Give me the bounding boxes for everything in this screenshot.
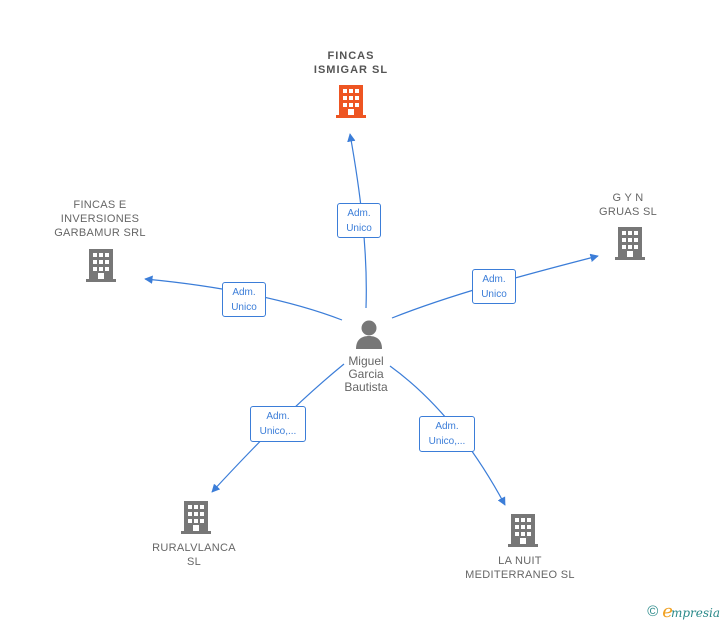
company-name-fincas-ismigar[interactable]: FINCAS ISMIGAR SL [313, 50, 389, 76]
edge-label-gyn-gruas[interactable]: Adm. Unico [472, 269, 516, 304]
building-icon[interactable] [86, 249, 116, 282]
company-name-ruralvlanca[interactable]: RURALVLANCA SL [152, 542, 236, 568]
building-icon[interactable] [508, 514, 538, 547]
edge-label-ruralvlanca[interactable]: Adm. Unico,... [250, 406, 306, 442]
edge-label-la-nuit[interactable]: Adm. Unico,... [419, 416, 475, 452]
company-name-la-nuit[interactable]: LA NUIT MEDITERRANEO SL [465, 555, 575, 581]
footer-brand: © empresia [647, 601, 720, 622]
building-icon[interactable] [336, 85, 366, 118]
person-name[interactable]: Miguel Garcia Bautista [344, 354, 388, 394]
company-name-fincas-garbamur[interactable]: FINCAS E INVERSIONES GARBAMUR SRL [54, 199, 146, 239]
edge-label-fincas-garbamur[interactable]: Adm. Unico [222, 282, 266, 317]
building-icon[interactable] [615, 227, 645, 260]
edge-label-fincas-ismigar[interactable]: Adm. Unico [337, 203, 381, 238]
person-icon[interactable] [356, 320, 382, 350]
company-name-gyn-gruas[interactable]: G Y N GRUAS SL [598, 192, 658, 218]
brand-initial: e [662, 601, 673, 622]
brand-logo[interactable]: empresia [662, 601, 720, 622]
copyright-symbol: © [647, 603, 659, 620]
brand-rest: mpresia [670, 606, 720, 620]
building-icon[interactable] [181, 501, 211, 534]
